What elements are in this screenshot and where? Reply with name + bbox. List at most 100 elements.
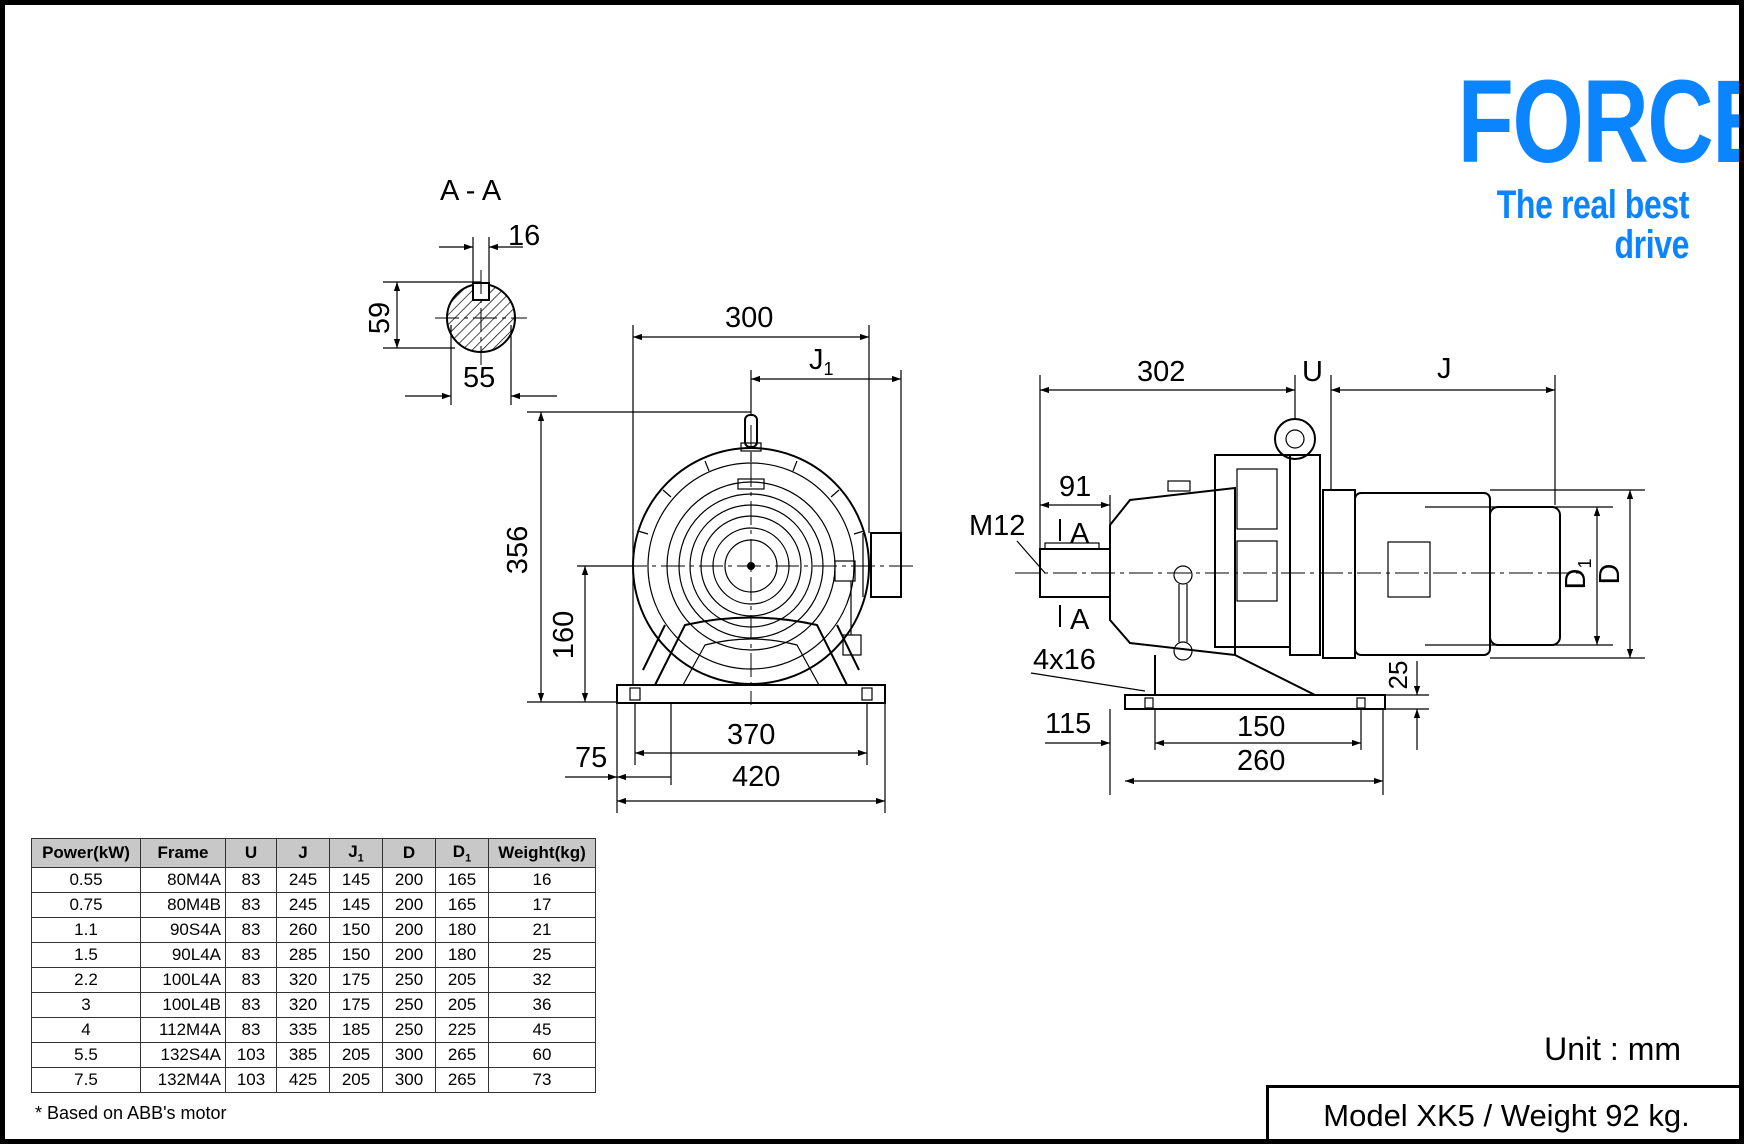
table-cell: 205	[329, 1042, 383, 1068]
table-header-cell: Frame	[140, 838, 226, 868]
table-cell: 205	[329, 1067, 383, 1093]
table-cell: 7.5	[31, 1067, 141, 1093]
section-title: A - A	[440, 175, 502, 207]
table-cell: 245	[276, 892, 330, 918]
table-cell: 0.75	[31, 892, 141, 918]
table-cell: 205	[435, 992, 489, 1018]
table-cell: 1.5	[31, 942, 141, 968]
dim-150: 150	[1237, 711, 1285, 743]
model-label: Model XK5 / Weight 92 kg.	[1266, 1085, 1739, 1139]
table-cell: 4	[31, 1017, 141, 1043]
table-cell: 132S4A	[140, 1042, 226, 1068]
table-cell: 0.55	[31, 867, 141, 893]
dim-25: 25	[1383, 661, 1413, 690]
table-cell: 250	[382, 967, 436, 993]
table-cell: 200	[382, 892, 436, 918]
table-header-cell: D	[382, 838, 436, 868]
dim-d: D	[1594, 564, 1626, 585]
header-label: U	[244, 843, 258, 862]
table-cell: 16	[488, 867, 596, 893]
table-cell: 200	[382, 942, 436, 968]
table-cell: 320	[276, 967, 330, 993]
table-cell: 80M4A	[140, 867, 226, 893]
motor-body	[1354, 492, 1491, 656]
dim-j1: J1	[809, 344, 834, 379]
table-header-cell: J	[276, 838, 330, 868]
table-cell: 80M4B	[140, 892, 226, 918]
table-cell: 83	[225, 992, 277, 1018]
motor-cover	[870, 532, 902, 598]
table-cell: 73	[488, 1067, 596, 1093]
terminal-box	[1387, 541, 1431, 598]
header-subscript: 1	[465, 852, 472, 865]
dim-j: J	[1437, 353, 1452, 385]
dim-u: U	[1302, 356, 1323, 388]
dim-55: 55	[463, 362, 495, 394]
side-base-plate	[1124, 694, 1386, 710]
dim-91: 91	[1059, 471, 1091, 503]
header-label: D	[452, 841, 466, 861]
table-cell: 83	[225, 917, 277, 943]
table-cell: 90S4A	[140, 917, 226, 943]
table-cell: 425	[276, 1067, 330, 1093]
table-header-cell: Weight(kg)	[488, 838, 596, 868]
table-cell: 145	[329, 892, 383, 918]
header-label: Power(kW)	[42, 843, 130, 862]
motor-flange	[1322, 489, 1356, 659]
table-cell: 60	[488, 1042, 596, 1068]
side-view: 302 U J 91 M12 A A D1 D 4x16 25	[969, 353, 1645, 795]
section-mark-bottom: A	[1070, 604, 1090, 636]
table-cell: 5.5	[31, 1042, 141, 1068]
header-label: J	[348, 841, 358, 861]
table-header-cell: Power(kW)	[31, 838, 141, 868]
dim-4x16: 4x16	[1033, 644, 1096, 676]
dim-370: 370	[727, 719, 775, 751]
header-subscript: 1	[357, 852, 364, 865]
dim-d1: D1	[1560, 559, 1595, 590]
header-label: Weight(kg)	[498, 843, 586, 862]
table-cell: 1.1	[31, 917, 141, 943]
table-cell: 180	[435, 942, 489, 968]
table-header-cell: D1	[435, 838, 489, 868]
dim-160: 160	[548, 611, 580, 659]
table-cell: 320	[276, 992, 330, 1018]
table-cell: 165	[435, 892, 489, 918]
table-cell: 83	[225, 867, 277, 893]
table-cell: 36	[488, 992, 596, 1018]
table-cell: 17	[488, 892, 596, 918]
table-cell: 103	[225, 1042, 277, 1068]
table-cell: 180	[435, 917, 489, 943]
table-cell: 165	[435, 867, 489, 893]
table-cell: 185	[329, 1017, 383, 1043]
dim-16: 16	[508, 220, 540, 252]
table-cell: 100L4A	[140, 967, 226, 993]
table-cell: 83	[225, 892, 277, 918]
technical-drawing: A - A 16 59 55	[364, 175, 1645, 813]
table-cell: 335	[276, 1017, 330, 1043]
brand-tagline: The real best drive	[1496, 183, 1690, 267]
dim-59: 59	[364, 302, 396, 334]
header-label: Frame	[157, 843, 209, 862]
table-cell: 205	[435, 967, 489, 993]
table-cell: 260	[276, 917, 330, 943]
dim-115: 115	[1045, 708, 1091, 740]
section-mark-top: A	[1070, 518, 1090, 550]
brand-name: FORCE	[1457, 56, 1744, 188]
side-lifting-eye	[1274, 418, 1316, 460]
table-cell: 265	[435, 1042, 489, 1068]
table-cell: 300	[382, 1067, 436, 1093]
dim-300: 300	[725, 302, 773, 334]
table-cell: 265	[435, 1067, 489, 1093]
front-view: 300 J1 356 160 370 75 420	[502, 302, 917, 813]
table-cell: 83	[225, 967, 277, 993]
table-cell: 103	[225, 1067, 277, 1093]
